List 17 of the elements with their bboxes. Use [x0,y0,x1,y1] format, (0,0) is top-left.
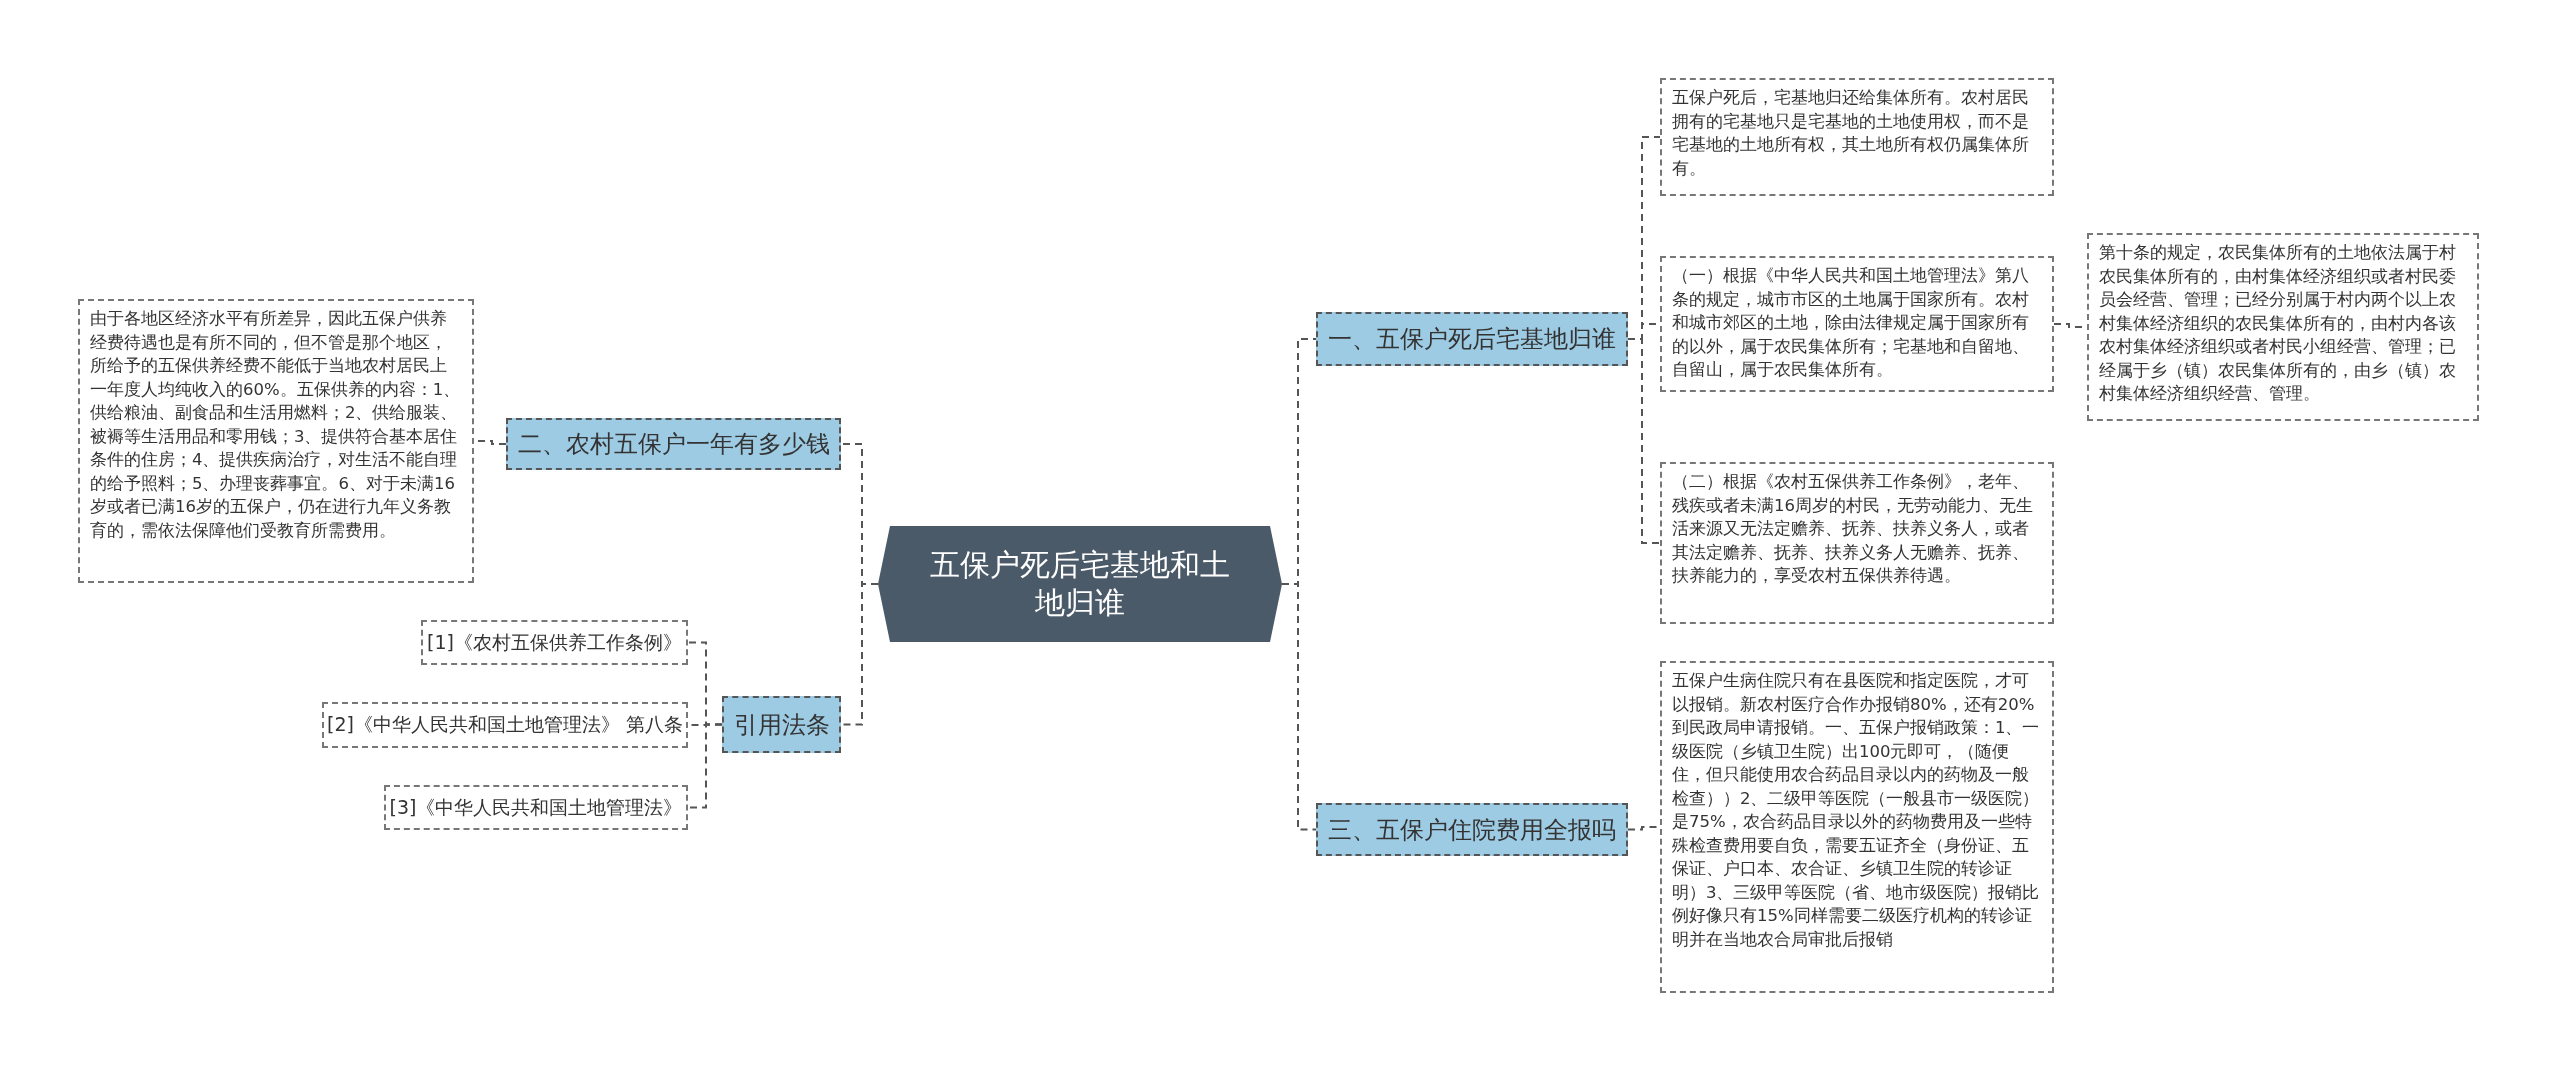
text-box: 第十条的规定，农民集体所有的土地依法属于村农民集体所有的，由村集体经济组织或者村民委员会经营、管理；已经分别属于村内两个以上农村集体经济组织的农民集体所有的，由村内各该农村集体经济组织或者村民小组经营、管理；已经属于乡（镇）农民集体所有的，由乡（镇）农村集体经济组织经营、管理。 [2087,233,2479,421]
reference-box: [1]《农村五保供养工作条例》 [421,620,688,665]
text-box: 五保户生病住院只有在县医院和指定医院，才可以报销。新农村医疗合作办报销80%，还有20%到民政局申请报销。一、五保户报销政策：1、一级医院（乡镇卫生院）出100元即可，（随便住，但只能使用农合药品目录以内的药物及一般检查））2、二级甲等医院（一般县市一级医院）是75%，农合药品目录以外的药物费用及一些特殊检查费用要自负，需要五证齐全（身份证、五保证、户口本、农合证、乡镇卫生院的转诊证明）3、三级甲等医院（省、地市级医院）报销比例好像只有15%同样需要二级医疗机构的转诊证明并在当地农合局审批后报销 [1660,661,2054,993]
central-topic: 五保户死后宅基地和土地归谁 [878,526,1282,642]
text-box: （一）根据《中华人民共和国土地管理法》第八条的规定，城市市区的土地属于国家所有。农村和城市郊区的土地，除由法律规定属于国家所有的以外，属于农民集体所有；宅基地和自留地、自留山，属于农民集体所有。 [1660,256,2054,392]
topic-box: 一、五保户死后宅基地归谁 [1316,312,1628,366]
connector [687,723,723,809]
topic-box: 二、农村五保户一年有多少钱 [506,418,841,470]
topic-box: 引用法条 [722,696,841,753]
reference-box: [2]《中华人民共和国土地管理法》 第八条 [322,702,688,748]
topic-box: 三、五保户住院费用全报吗 [1316,803,1628,856]
reference-box: [3]《中华人民共和国土地管理法》 [384,785,688,830]
connector [1627,338,1661,544]
text-box: 由于各地区经济水平有所差异，因此五保户供养经费待遇也是有所不同的，但不管是那个地区，所给予的五保供养经费不能低于当地农村居民上一年度人均纯收入的60%。五保供养的内容：1、供给粮油、副食品和生活用燃料；2、供给服装、被褥等生活用品和零用钱；3、提供符合基本居住条件的住房；4、提供疾病治疗，对生活不能自理的给予照料；5、办理丧葬事宜。6、对于未满16岁或者已满16岁的五保户，仍在进行九年义务教育的，需依法保障他们受教育所需费用。 [78,299,474,583]
text-box: 五保户死后，宅基地归还给集体所有。农村居民拥有的宅基地只是宅基地的土地使用权，而不是宅基地的土地所有权，其土地所有权仍属集体所有。 [1660,78,2054,196]
text-box: （二）根据《农村五保供养工作条例》，老年、残疾或者未满16周岁的村民，无劳动能力、无生活来源又无法定赡养、抚养、扶养义务人，或者其法定赡养、抚养、扶养义务人无赡养、抚养、扶养能力的，享受农村五保供养待遇。 [1660,462,2054,624]
connector [1281,583,1317,831]
